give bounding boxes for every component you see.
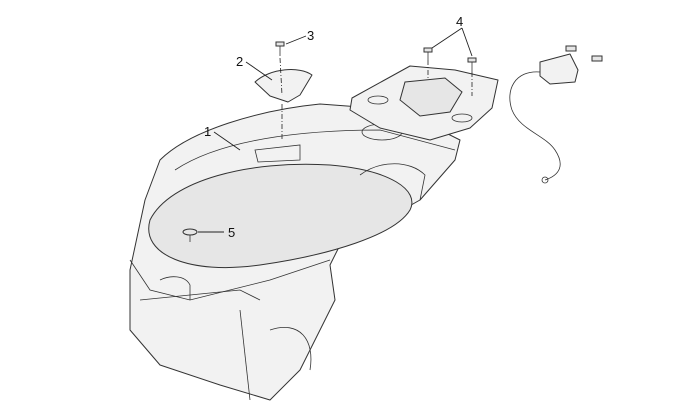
callout-2: 2 xyxy=(236,54,243,69)
callout-4: 4 xyxy=(456,14,463,29)
axis-line xyxy=(279,57,283,140)
leader-line-3 xyxy=(285,35,307,45)
leader-line-4 xyxy=(431,27,473,57)
plug-part-5 xyxy=(182,228,198,242)
callout-5: 5 xyxy=(228,225,235,240)
helmet-compartment xyxy=(129,103,461,401)
screw-part-4 xyxy=(423,47,477,72)
leader-line-2 xyxy=(245,61,273,81)
rear-bracket xyxy=(349,65,499,141)
screw-part-3 xyxy=(275,41,285,56)
axis-line xyxy=(427,60,473,96)
callout-1: 1 xyxy=(204,124,211,139)
callout-3: 3 xyxy=(307,28,314,43)
leader-line-1 xyxy=(213,131,241,151)
latch-cable xyxy=(509,45,603,184)
